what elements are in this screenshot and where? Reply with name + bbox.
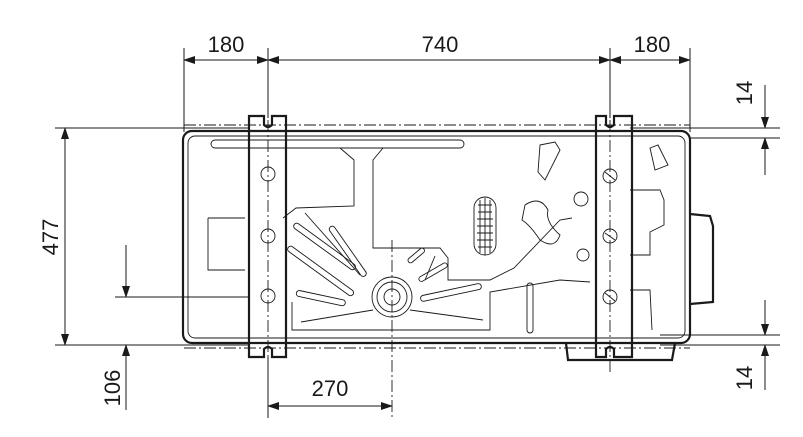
left-mounting-bracket xyxy=(247,114,288,359)
dim-left-180: 180 xyxy=(208,32,245,57)
dim-right-180: 180 xyxy=(634,32,671,57)
dim-right-bottom-14: 14 xyxy=(732,366,757,390)
dim-height-477: 477 xyxy=(38,219,63,256)
right-mounting-bracket xyxy=(594,114,634,359)
dim-center-740: 740 xyxy=(422,32,459,57)
dim-drain-270: 270 xyxy=(312,376,349,401)
horizontal-extension-lines xyxy=(55,127,780,346)
unit-body xyxy=(181,129,715,362)
dim-right-top-14: 14 xyxy=(732,81,757,105)
dim-drain-106: 106 xyxy=(100,370,125,407)
